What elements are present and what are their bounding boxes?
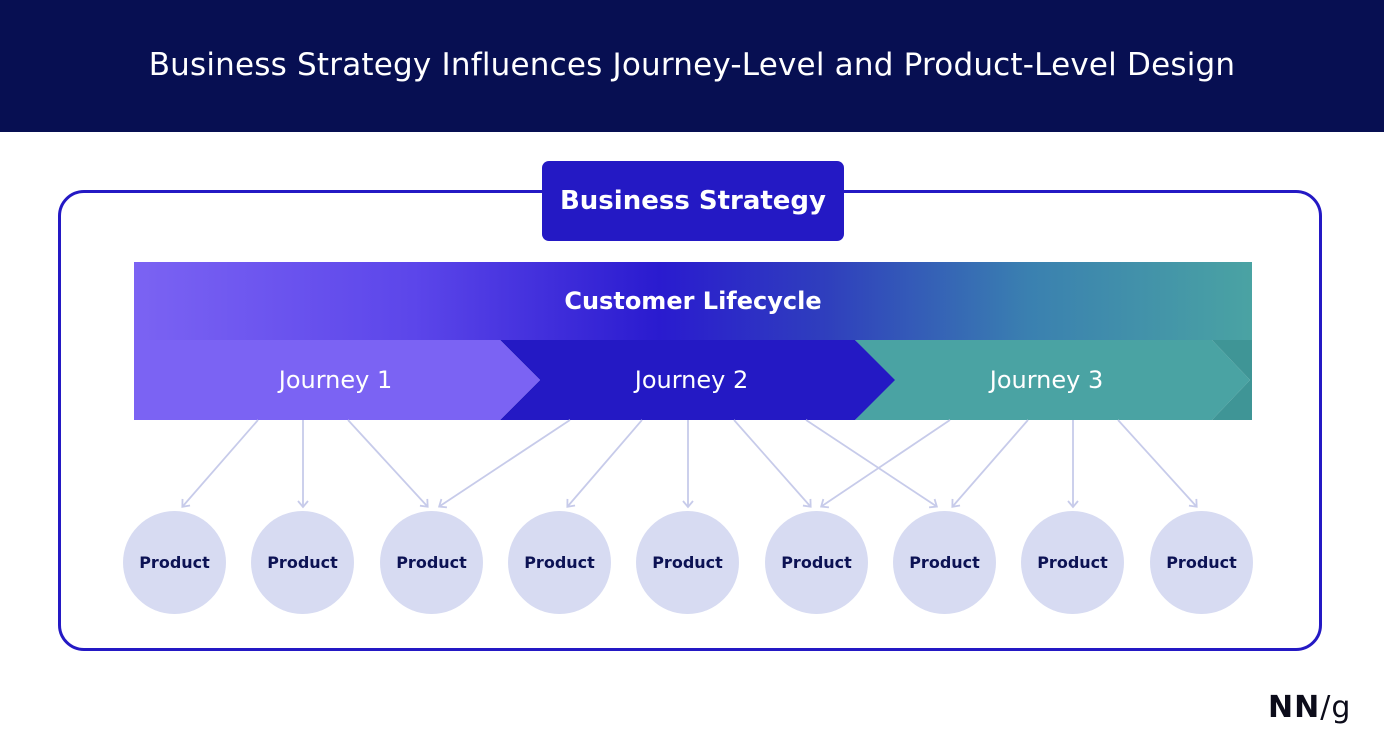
product-circle-9: Product — [1150, 511, 1253, 614]
arrow-j1-p3 — [347, 419, 429, 508]
arrow-j3-p6 — [820, 419, 951, 509]
arrow-j3-p9 — [1117, 419, 1198, 508]
business-strategy-box: Business Strategy — [542, 161, 844, 241]
arrow-j2-p3 — [437, 419, 571, 509]
journey-3-label: Journey 3 — [989, 366, 1104, 394]
arrow-j2-p6 — [733, 419, 812, 508]
header-banner: Business Strategy Influences Journey-Lev… — [0, 0, 1384, 132]
journey-3-chevron — [855, 340, 1250, 420]
product-circle-1: Product — [123, 511, 226, 614]
logo-g: /g — [1320, 690, 1352, 725]
customer-lifecycle-band: Customer Lifecycle — [134, 262, 1252, 340]
logo-nn: NN — [1268, 690, 1321, 725]
journey-2-chevron — [500, 340, 895, 420]
journey-1-label: Journey 1 — [278, 366, 393, 394]
journey-1-chevron — [134, 340, 540, 420]
nng-logo: NN/g — [1268, 690, 1351, 725]
arrow-j1-p1 — [181, 419, 259, 508]
product-circle-3: Product — [380, 511, 483, 614]
page-title: Business Strategy Influences Journey-Lev… — [148, 47, 1236, 83]
arrow-j2-p7 — [805, 419, 939, 509]
arrow-j3-p7 — [951, 419, 1029, 508]
product-circle-7: Product — [893, 511, 996, 614]
journey-3-chevron-tail — [1212, 340, 1252, 420]
product-circle-2: Product — [251, 511, 354, 614]
product-circle-5: Product — [636, 511, 739, 614]
product-circle-6: Product — [765, 511, 868, 614]
arrow-j2-p4 — [566, 419, 643, 508]
product-circle-4: Product — [508, 511, 611, 614]
product-circle-8: Product — [1021, 511, 1124, 614]
journey-2-label: Journey 2 — [634, 366, 749, 394]
